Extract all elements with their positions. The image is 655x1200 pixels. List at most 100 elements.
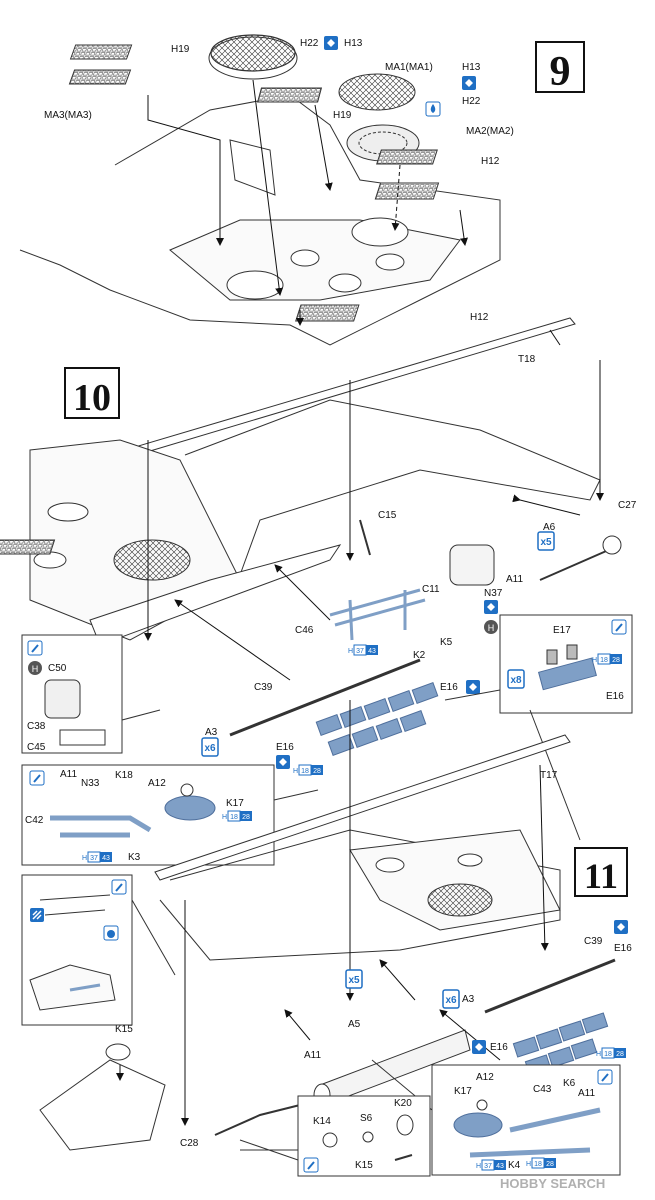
label-c45: C45 bbox=[27, 742, 46, 753]
paint-43: 43 bbox=[102, 855, 110, 862]
label-a3-a: A3 bbox=[205, 727, 218, 738]
paint-icon bbox=[597, 1069, 613, 1085]
paint-code-h18-28-a: H 18 28 bbox=[293, 764, 323, 776]
label-a12-a: A12 bbox=[148, 778, 166, 789]
magnifier-icon bbox=[30, 908, 44, 922]
label-k2: K2 bbox=[413, 650, 426, 661]
paint-43: 43 bbox=[368, 648, 376, 655]
label-ma3: MA3(MA3) bbox=[44, 110, 92, 121]
paint-37: 37 bbox=[356, 648, 364, 655]
x6-count-icon: x6 bbox=[201, 737, 219, 757]
arrow-h19b bbox=[314, 104, 333, 191]
h19-frame-b bbox=[257, 87, 323, 103]
paint-43: 43 bbox=[496, 1163, 504, 1170]
paint-28: 28 bbox=[616, 1051, 624, 1058]
both-sides-icon bbox=[466, 680, 480, 694]
label-c11: C11 bbox=[422, 584, 440, 595]
a12-knob-b bbox=[476, 1099, 488, 1111]
arrow-a11-c bbox=[284, 1009, 311, 1041]
label-c28: C28 bbox=[180, 1138, 199, 1149]
both-sides-icon bbox=[472, 1040, 486, 1054]
label-k5: K5 bbox=[440, 637, 453, 648]
label-k17-a: K17 bbox=[226, 798, 244, 809]
label-n37: N37 bbox=[484, 588, 503, 599]
paint-code-h37-43-a: H 37 43 bbox=[348, 644, 378, 656]
inset-headlight: K14 S6 K20 K15 bbox=[239, 1095, 431, 1177]
label-e16-a: E16 bbox=[440, 682, 458, 693]
label-a11-a: A11 bbox=[506, 574, 523, 585]
label-k15-a: K15 bbox=[115, 1024, 133, 1035]
h12-frame-b bbox=[295, 304, 360, 322]
arrow-c27 bbox=[512, 494, 581, 516]
label-h12-a: H12 bbox=[481, 156, 500, 167]
rear-cable-inset bbox=[69, 983, 101, 992]
vision-block-9 bbox=[229, 139, 276, 196]
label-c27: C27 bbox=[618, 500, 637, 511]
k15-bracket-b bbox=[394, 1154, 413, 1161]
paint-28: 28 bbox=[612, 657, 620, 664]
fender-t17 bbox=[154, 734, 571, 881]
label-a5: A5 bbox=[348, 1019, 361, 1030]
cement-icon bbox=[27, 640, 43, 656]
paint-h: H bbox=[293, 768, 298, 775]
step-11: 11 T17 bbox=[21, 700, 632, 1177]
paint-code-h37-43-b: H 37 43 bbox=[82, 851, 112, 863]
front-fender-11 bbox=[39, 1059, 166, 1151]
step-9: 9 H19 MA3(MA3) H22 H13 MA1(MA1) bbox=[19, 34, 585, 346]
label-k3: K3 bbox=[128, 852, 141, 863]
step-10-box bbox=[64, 367, 120, 419]
c45-piece bbox=[59, 729, 106, 746]
paint-18: 18 bbox=[534, 1161, 542, 1168]
arrow-h19a bbox=[147, 95, 224, 246]
paint-h: H bbox=[222, 814, 227, 821]
hole-icon-letter: H bbox=[488, 623, 495, 633]
inset-tow-cable: A11 N33 K18 A12 K17 C42 K3 H 18 28 H 37 … bbox=[21, 764, 319, 866]
both-sides-icon bbox=[484, 600, 498, 614]
paint-h: H bbox=[348, 648, 353, 655]
label-c39-a: C39 bbox=[254, 682, 273, 693]
arrow-tracks-10 bbox=[174, 599, 291, 681]
paint-h: H bbox=[476, 1163, 481, 1170]
rear-bracket bbox=[39, 894, 111, 916]
k4-cable bbox=[469, 1147, 591, 1158]
watermark: HOBBY SEARCH bbox=[500, 1176, 605, 1191]
inset-e17-leader bbox=[444, 689, 501, 701]
label-ma1: MA1(MA1) bbox=[385, 62, 433, 73]
k20-housing bbox=[396, 1114, 414, 1136]
c39-rail-11 bbox=[484, 958, 616, 1014]
label-k4: K4 bbox=[508, 1160, 521, 1171]
x6-count-label: x6 bbox=[445, 995, 457, 1006]
paint-37: 37 bbox=[484, 1163, 492, 1170]
paint-code-h18-28-e: H 18 28 bbox=[526, 1157, 556, 1169]
arrow-h22a bbox=[252, 79, 284, 296]
hole-icon: H bbox=[28, 661, 42, 675]
label-h22-b: H22 bbox=[462, 96, 481, 107]
label-k18: K18 bbox=[115, 770, 133, 781]
a11-tool bbox=[214, 1104, 301, 1136]
both-sides-icon bbox=[276, 755, 290, 769]
label-k6: K6 bbox=[563, 1078, 576, 1089]
label-c42: C42 bbox=[25, 815, 44, 826]
inset-c38: H C50 C38 C45 bbox=[21, 634, 161, 754]
label-e17: E17 bbox=[553, 625, 571, 636]
x6-count-label: x6 bbox=[204, 743, 216, 754]
label-a6: A6 bbox=[543, 522, 556, 533]
c27-piece bbox=[602, 535, 622, 555]
k14-lens bbox=[322, 1132, 338, 1148]
leader-t18 bbox=[549, 329, 561, 346]
hole-icon-letter: H bbox=[32, 664, 39, 674]
label-s6: S6 bbox=[360, 1113, 373, 1124]
label-c39-b: C39 bbox=[584, 936, 603, 947]
label-c43: C43 bbox=[533, 1084, 552, 1095]
inset-e17-leader-b bbox=[529, 709, 581, 841]
step-11-number: 11 bbox=[584, 856, 618, 896]
k2-brackets bbox=[348, 590, 407, 641]
label-c46: C46 bbox=[295, 625, 314, 636]
ma3-mesh bbox=[69, 44, 133, 60]
label-e16-d: E16 bbox=[614, 943, 632, 954]
x5-count-icon: x5 bbox=[537, 531, 555, 551]
label-k15-b: K15 bbox=[355, 1160, 373, 1171]
label-e16-b: E16 bbox=[276, 742, 294, 753]
c39-rail-10 bbox=[229, 658, 421, 737]
paint-code-h18-28-c: H 18 28 bbox=[222, 810, 252, 822]
